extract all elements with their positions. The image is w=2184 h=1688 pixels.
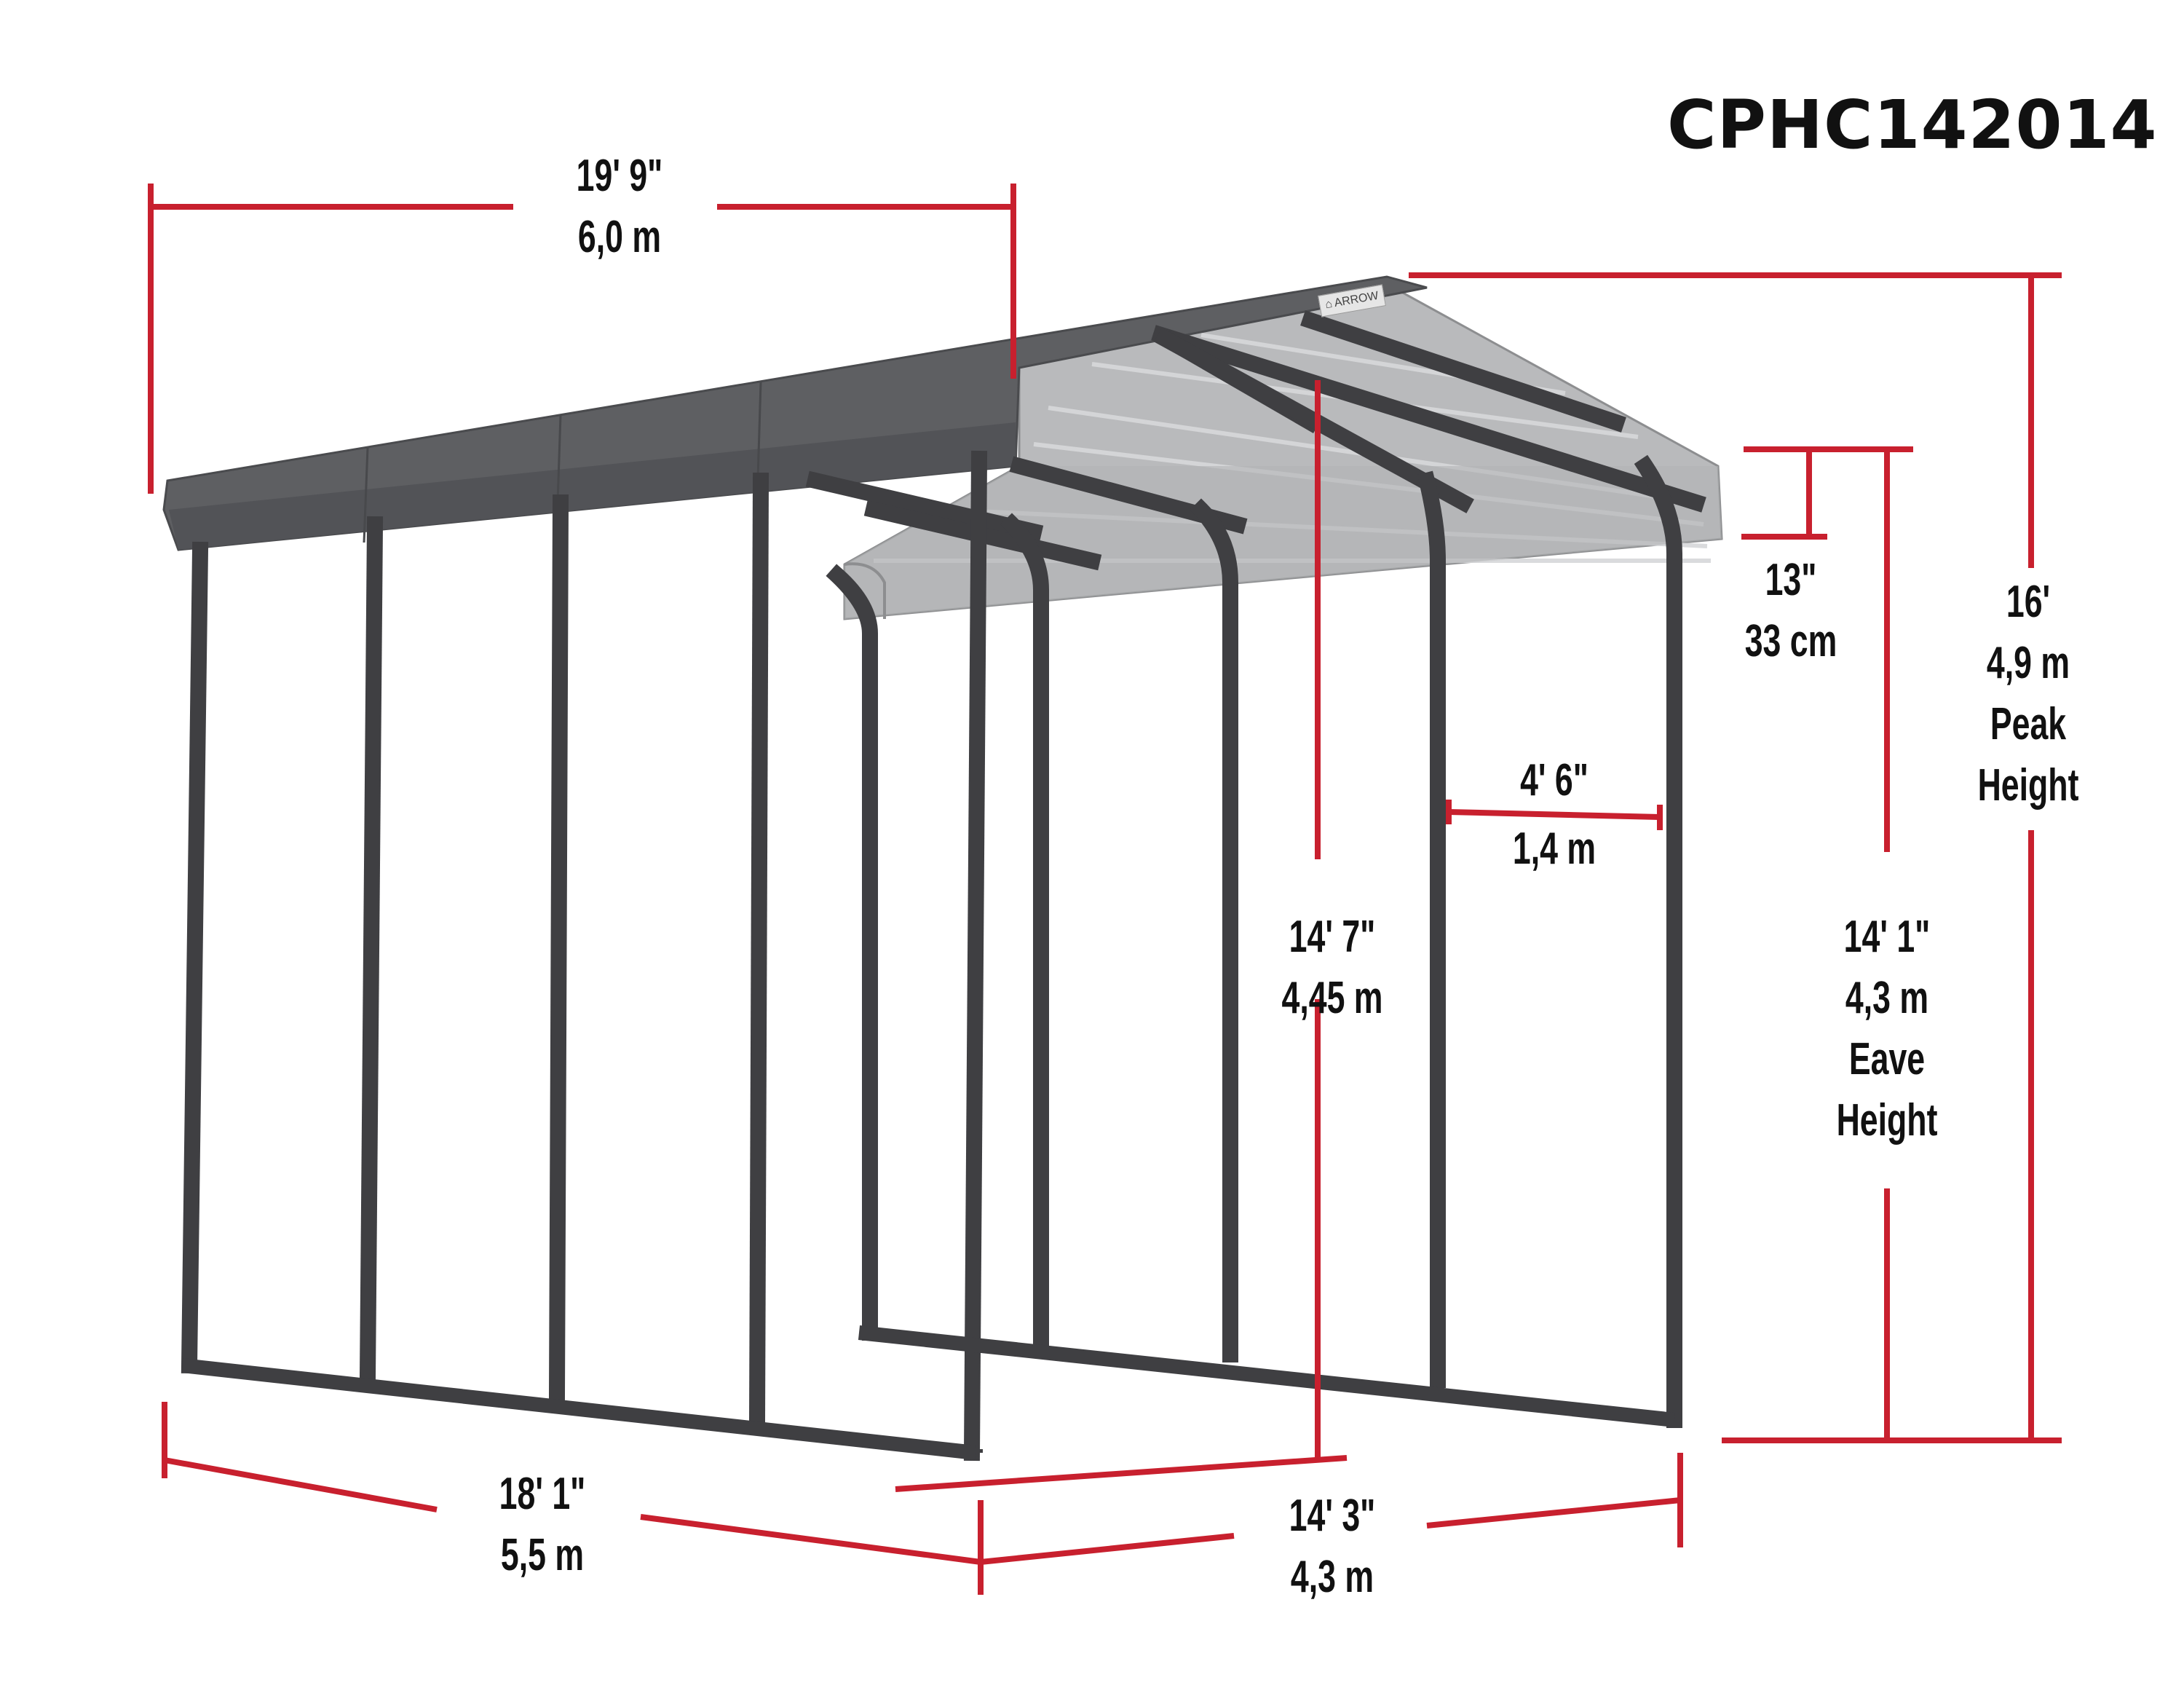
eave-height-caption-1: Eave bbox=[1848, 1034, 1926, 1084]
bow-spacing-imperial: 4' 6" bbox=[1520, 755, 1588, 805]
roof-length-imperial: 19' 9" bbox=[576, 151, 663, 201]
eave-height-metric: 4,3 m bbox=[1845, 973, 1929, 1023]
peak-height-metric: 4,9 m bbox=[1986, 638, 2070, 688]
carport-structure bbox=[162, 275, 1723, 1462]
base-width-imperial: 14' 3" bbox=[1289, 1491, 1376, 1541]
eave-height-imperial: 14' 1" bbox=[1843, 912, 1931, 962]
model-code-title: CPHC142014 bbox=[1667, 86, 2158, 164]
base-length-label: 18' 1" 5,5 m bbox=[483, 1464, 603, 1586]
overhang-label: 13" 33 cm bbox=[1727, 550, 1855, 672]
center-clearance-metric: 4,45 m bbox=[1281, 973, 1383, 1023]
eave-height-caption-2: Height bbox=[1836, 1095, 1938, 1145]
roof-length-label: 19' 9" 6,0 m bbox=[560, 146, 680, 268]
roof-length-metric: 6,0 m bbox=[577, 212, 662, 262]
roof-end-profile bbox=[844, 562, 886, 619]
house-logo-icon: ⌂ bbox=[1324, 297, 1334, 312]
bow-spacing-metric: 1,4 m bbox=[1512, 824, 1597, 874]
peak-height-caption-2: Height bbox=[1977, 760, 2079, 811]
overhang-imperial: 13" bbox=[1765, 555, 1817, 605]
base-length-imperial: 18' 1" bbox=[499, 1469, 586, 1519]
brand-logo-text: ARROW bbox=[1333, 289, 1380, 310]
base-width-metric: 4,3 m bbox=[1290, 1552, 1374, 1602]
base-length-metric: 5,5 m bbox=[500, 1530, 585, 1580]
peak-height-imperial: 16' bbox=[2006, 577, 2051, 627]
peak-height-label: 16' 4,9 m Peak Height bbox=[1958, 572, 2099, 816]
center-clearance-label: 14' 7" 4,45 m bbox=[1262, 907, 1402, 1029]
base-width-label: 14' 3" 4,3 m bbox=[1273, 1486, 1393, 1608]
bow-spacing-label: 4' 6" 1,4 m bbox=[1497, 750, 1613, 880]
peak-height-caption-1: Peak bbox=[1990, 699, 2067, 749]
overhang-metric: 33 cm bbox=[1744, 616, 1837, 666]
dimension-lines bbox=[148, 184, 2062, 1595]
eave-height-label: 14' 1" 4,3 m Eave Height bbox=[1817, 907, 1958, 1151]
center-clearance-imperial: 14' 7" bbox=[1289, 912, 1376, 962]
roof-front-skirt bbox=[844, 466, 1722, 619]
